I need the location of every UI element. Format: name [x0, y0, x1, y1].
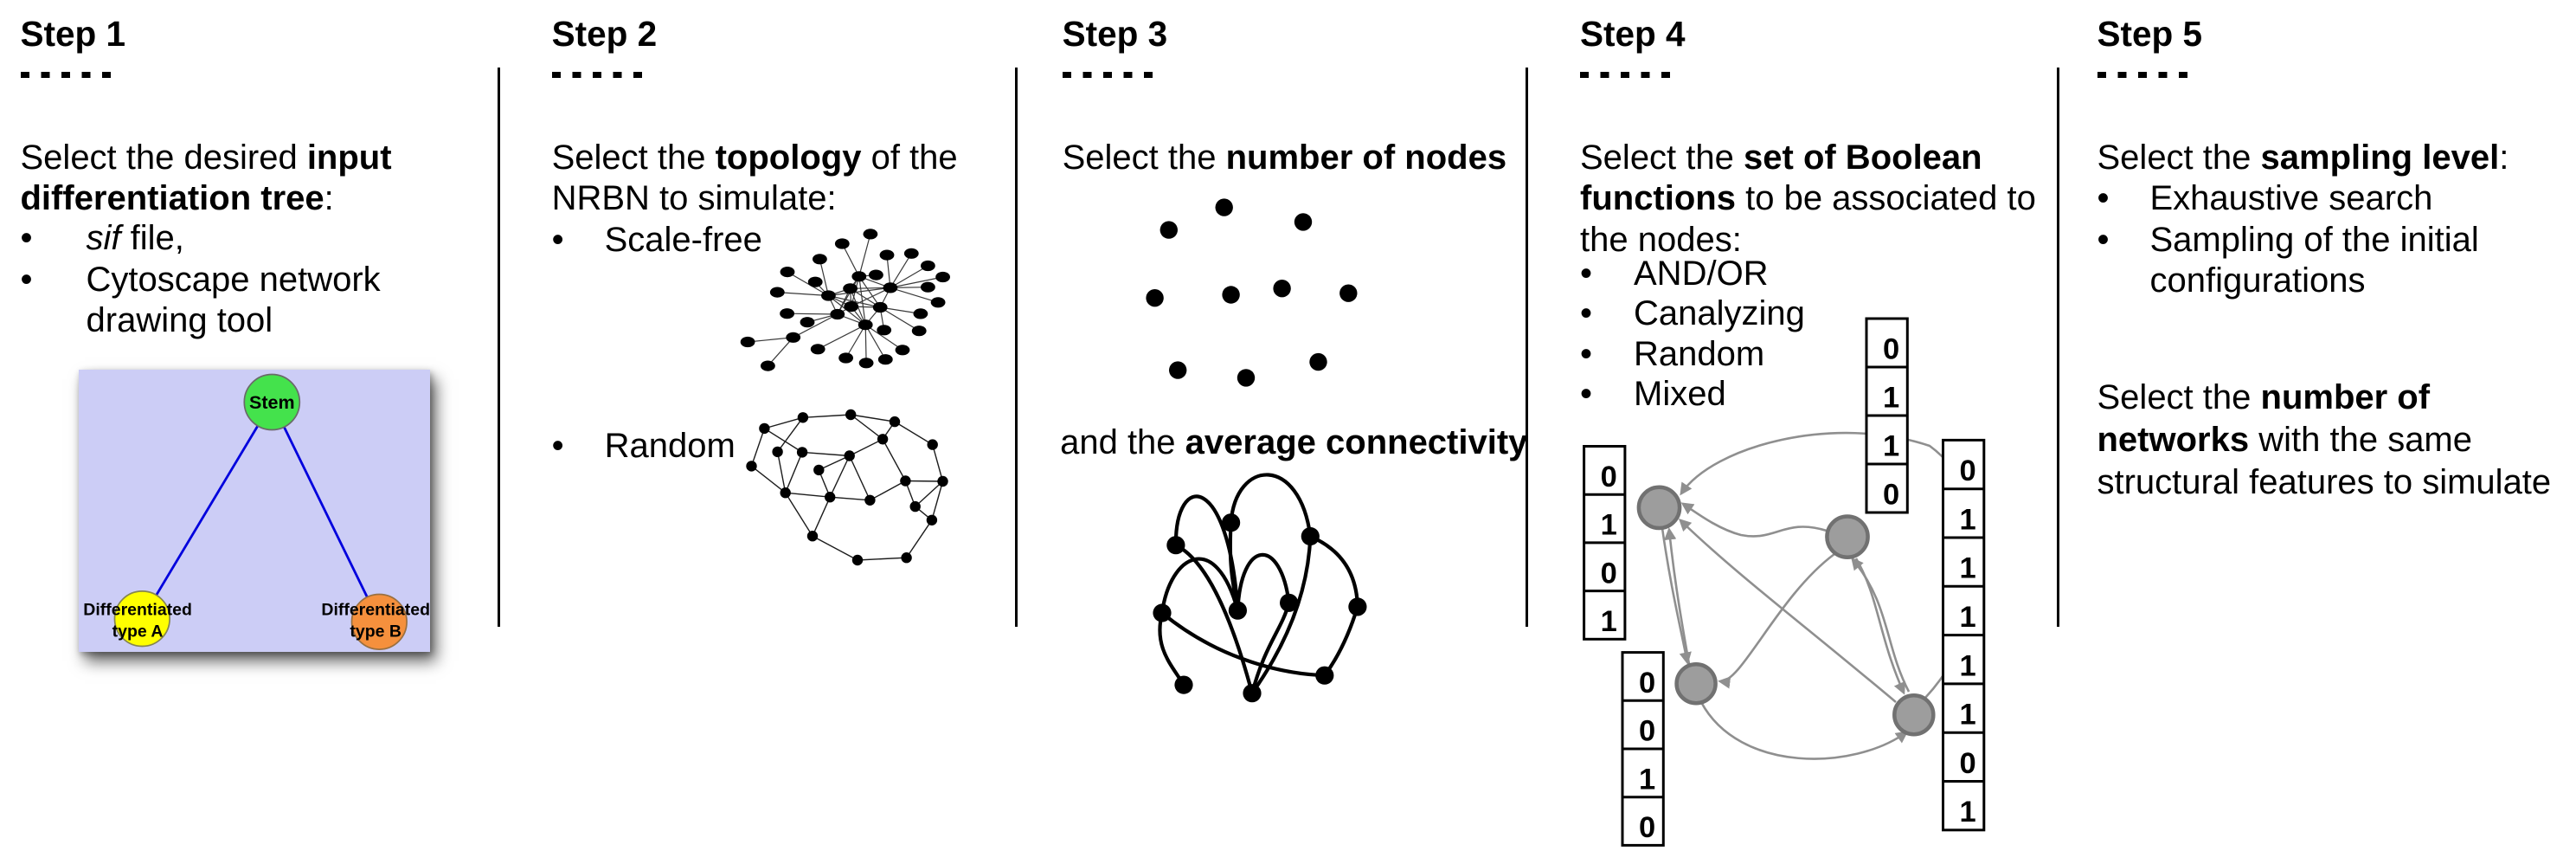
svg-text:0: 0 — [1960, 455, 1976, 487]
svg-text:1: 1 — [1960, 601, 1976, 634]
svg-text:1: 1 — [1883, 382, 1899, 415]
svg-text:1: 1 — [1883, 430, 1899, 463]
svg-text:type A: type A — [112, 622, 163, 641]
svg-text:1: 1 — [1960, 699, 1976, 732]
svg-text:1: 1 — [1639, 763, 1655, 796]
svg-text:1: 1 — [1960, 796, 1976, 828]
svg-text:1: 1 — [1960, 552, 1976, 585]
svg-text:0: 0 — [1639, 667, 1655, 699]
svg-text:type B: type B — [350, 622, 401, 641]
svg-text:1: 1 — [1960, 649, 1976, 682]
svg-text:0: 0 — [1960, 747, 1976, 780]
svg-text:0: 0 — [1639, 715, 1655, 748]
svg-text:1: 1 — [1960, 503, 1976, 536]
svg-text:0: 0 — [1883, 479, 1899, 512]
svg-text:0: 0 — [1601, 461, 1617, 493]
svg-text:0: 0 — [1639, 811, 1655, 844]
svg-text:1: 1 — [1601, 605, 1617, 638]
svg-text:1: 1 — [1601, 509, 1617, 542]
svg-text:Differentiated: Differentiated — [83, 600, 192, 619]
svg-text:0: 0 — [1883, 333, 1899, 366]
svg-text:Differentiated: Differentiated — [321, 600, 430, 619]
svg-text:Stem: Stem — [249, 392, 295, 413]
svg-text:0: 0 — [1601, 557, 1617, 590]
